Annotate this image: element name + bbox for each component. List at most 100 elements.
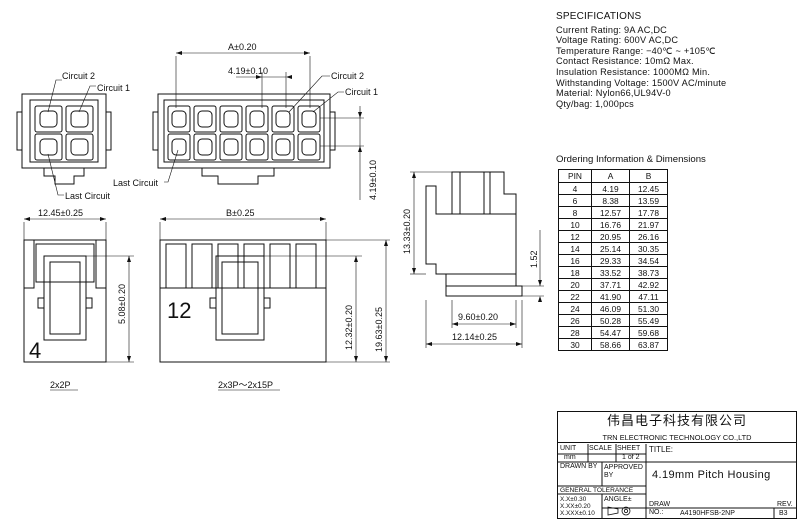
dim-1-52: 1.52 bbox=[529, 250, 539, 268]
cell-a: 16.76 bbox=[591, 218, 630, 231]
cell-a: 54.47 bbox=[591, 326, 630, 339]
company-name-cn: 伟昌电子科技有限公司 bbox=[606, 414, 747, 429]
spec-line: Withstanding Voltage: 1500V AC/minute bbox=[556, 77, 727, 88]
approved-by-label: APPROVED BY bbox=[604, 464, 643, 479]
spec-line: Material: Nylon66,UL94V-0 bbox=[556, 88, 671, 99]
spec-line: Contact Resistance: 10mΩ Max. bbox=[556, 56, 694, 67]
label-last-circuit-mid: Last Circuit bbox=[113, 178, 159, 188]
cell-b: 34.54 bbox=[629, 254, 668, 267]
dim-19-63: 19.63±0.25 bbox=[374, 307, 384, 352]
title-block: 伟昌电子科技有限公司 TRN ELECTRONIC TECHNOLOGY CO.… bbox=[557, 411, 797, 519]
cell-b: 13.59 bbox=[629, 194, 668, 207]
spec-line: Voltage Rating: 600V AC,DC bbox=[556, 35, 679, 46]
cell-pin: 18 bbox=[558, 266, 592, 279]
dim-9-60: 9.60±0.20 bbox=[458, 312, 498, 322]
dim-a: A±0.20 bbox=[228, 42, 256, 52]
spec-line: Insulation Resistance: 1000MΩ Min. bbox=[556, 66, 711, 77]
cell-pin: 12 bbox=[558, 230, 592, 243]
cell-pin: 30 bbox=[558, 338, 592, 351]
cell-b: 30.35 bbox=[629, 242, 668, 255]
cell-b: 12.45 bbox=[629, 182, 668, 195]
cell-a: 58.66 bbox=[591, 338, 630, 351]
cell-a: 46.09 bbox=[591, 302, 630, 315]
cell-pin: 10 bbox=[558, 218, 592, 231]
cell-b: 47.11 bbox=[629, 290, 668, 303]
tolerance-line-2: X.XX±0.20 bbox=[560, 503, 591, 510]
cell-b: 38.73 bbox=[629, 266, 668, 279]
cell-b: 17.78 bbox=[629, 206, 668, 219]
label-circuit1-mid: Circuit 1 bbox=[345, 87, 378, 97]
cell-a: 12.57 bbox=[591, 206, 630, 219]
draw-no-value: A4190HFSB-2NP bbox=[680, 510, 735, 517]
cell-pin: 28 bbox=[558, 326, 592, 339]
scale-label: SCALE bbox=[589, 445, 612, 452]
rev-label: REV. bbox=[777, 501, 793, 508]
cell-b: 26.16 bbox=[629, 230, 668, 243]
draw-no-label: DRAW NO.: bbox=[649, 501, 671, 516]
tolerance-line-3: X.XXX±0.10 bbox=[560, 510, 595, 517]
cell-a: 50.28 bbox=[591, 314, 630, 327]
top-view-2x2 bbox=[23, 217, 134, 363]
specifications-block: SPECIFICATIONS Current Rating: 9A AC,DC … bbox=[556, 11, 796, 109]
sheet-label: SHEET bbox=[617, 445, 641, 452]
cell-b: 59.68 bbox=[629, 326, 668, 339]
column-header-a: A bbox=[591, 169, 630, 183]
cell-pin: 26 bbox=[558, 314, 592, 327]
cell-a: 20.95 bbox=[591, 230, 630, 243]
cavity-mark-4: 4 bbox=[29, 338, 41, 363]
column-header-pin: PIN bbox=[558, 169, 592, 183]
caption-2x2p: 2x2P bbox=[50, 380, 71, 390]
company-name-en: TRN ELECTRONIC TECHNOLOGY CO.,LTD bbox=[558, 433, 796, 443]
cell-a: 29.33 bbox=[591, 254, 630, 267]
projection-symbol-icon bbox=[607, 506, 631, 516]
cell-pin: 4 bbox=[558, 182, 592, 195]
rev-value: B3 bbox=[779, 510, 788, 517]
cell-a: 8.38 bbox=[591, 194, 630, 207]
label-last-circuit-left: Last Circuit bbox=[65, 191, 111, 201]
sheet-value: 1 of 2 bbox=[622, 454, 640, 461]
spec-line: Temperature Range: −40℃ ~ +105℃ bbox=[556, 45, 716, 56]
cell-pin: 6 bbox=[558, 194, 592, 207]
dim-12-45: 12.45±0.25 bbox=[38, 208, 83, 218]
column-header-b: B bbox=[629, 169, 668, 183]
cell-pin: 22 bbox=[558, 290, 592, 303]
label-circuit2-left: Circuit 2 bbox=[62, 71, 95, 81]
general-tolerance-label: GENERAL TOLERANCE bbox=[560, 487, 634, 494]
front-view-2x6 bbox=[152, 51, 364, 200]
side-profile-view bbox=[410, 171, 544, 348]
unit-value: mm bbox=[564, 454, 576, 461]
cell-a: 37.71 bbox=[591, 278, 630, 291]
cell-b: 63.87 bbox=[629, 338, 668, 351]
ordering-title: Ordering Information & Dimensions bbox=[556, 154, 706, 165]
cell-b: 55.49 bbox=[629, 314, 668, 327]
cell-pin: 20 bbox=[558, 278, 592, 291]
dim-12-32: 12.32±0.20 bbox=[344, 305, 354, 350]
dim-12-14: 12.14±0.25 bbox=[452, 332, 497, 342]
angle-label: ANGLE± bbox=[604, 496, 632, 503]
drawing-title-value: 4.19mm Pitch Housing bbox=[652, 469, 771, 481]
cell-b: 21.97 bbox=[629, 218, 668, 231]
top-view-2x6 bbox=[159, 217, 390, 363]
cell-pin: 8 bbox=[558, 206, 592, 219]
dim-pitch-vertical: 4.19±0.10 bbox=[368, 160, 378, 200]
dim-pitch: 4.19±0.10 bbox=[228, 66, 268, 76]
spec-line: Qty/bag: 1,000pcs bbox=[556, 98, 634, 109]
dim-b: B±0.25 bbox=[226, 208, 254, 218]
dim-5-08: 5.08±0.20 bbox=[117, 284, 127, 324]
spec-line: Current Rating: 9A AC,DC bbox=[556, 24, 668, 35]
caption-2x3p-2x15p: 2x3P～2x15P bbox=[218, 380, 273, 390]
